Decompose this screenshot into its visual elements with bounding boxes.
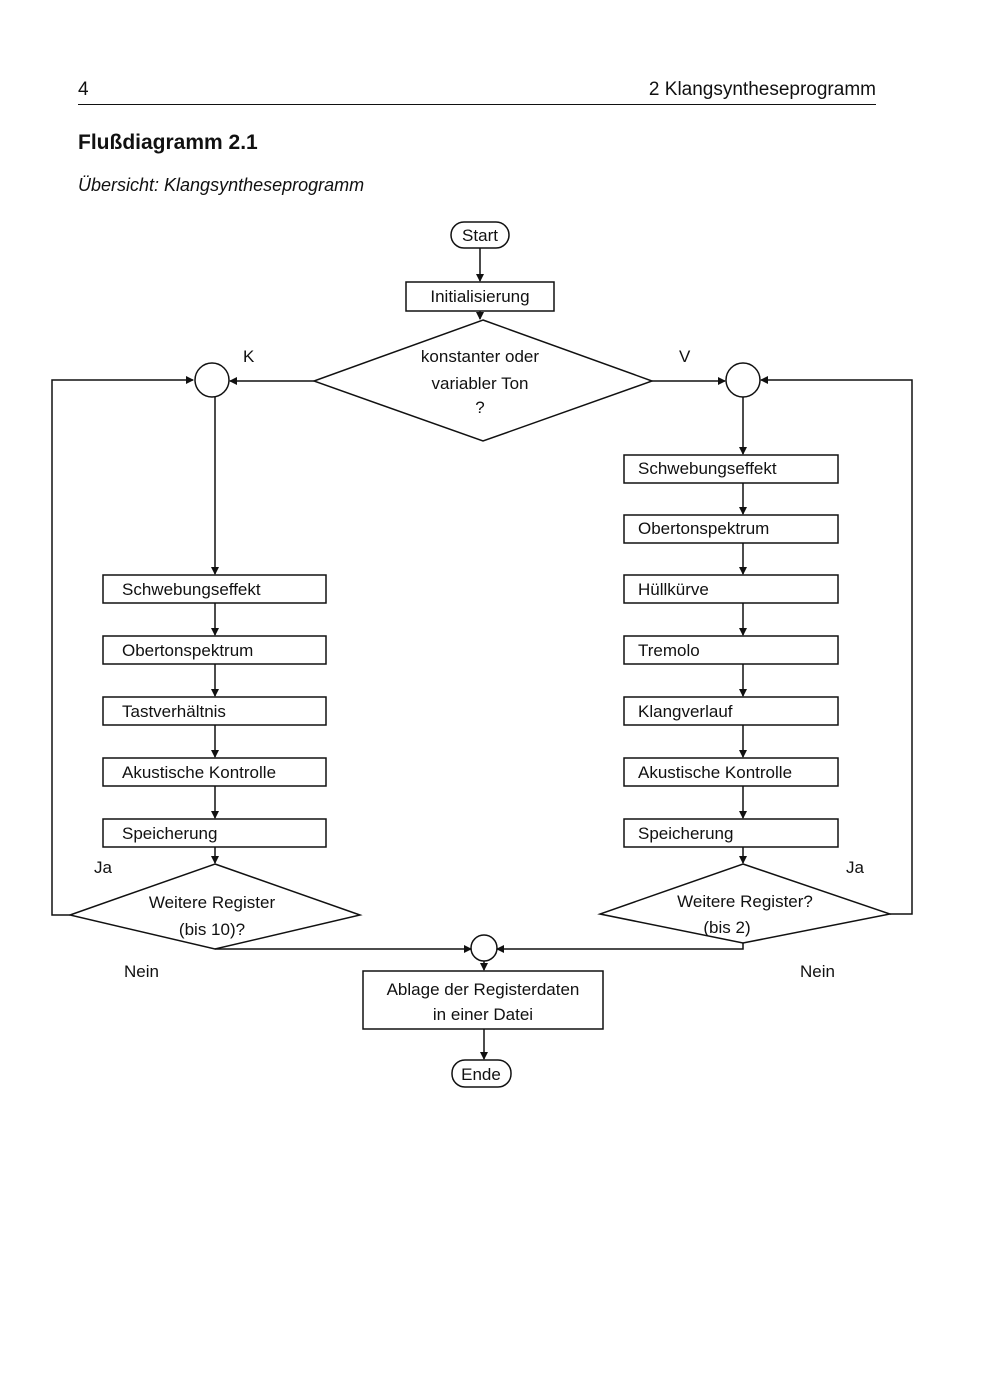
right-step-7: Speicherung: [623, 818, 839, 848]
right-loop-line-2: (bis 2): [703, 918, 750, 937]
left-step-3: Tastverhältnis: [102, 696, 327, 726]
left-step-1: Schwebungseffekt: [102, 574, 327, 604]
right-step-4: Tremolo: [623, 635, 839, 665]
right-step-2: Obertonspektrum: [623, 514, 839, 544]
page-number: 4: [78, 79, 89, 100]
end-label: Ende: [461, 1065, 501, 1084]
start-label: Start: [462, 226, 498, 245]
right-step-1-label: Schwebungseffekt: [638, 459, 777, 478]
left-step-5-label: Speicherung: [122, 824, 217, 843]
right-step-5: Klangverlauf: [623, 696, 839, 726]
branch-v-label: V: [679, 347, 691, 366]
left-loop-diamond: Weitere Register (bis 10)?: [67, 863, 363, 950]
left-step-3-label: Tastverhältnis: [122, 702, 226, 721]
merge-connector: [470, 934, 498, 962]
store-box: Ablage der Registerdaten in einer Datei: [362, 970, 604, 1030]
header-rule: [78, 104, 876, 105]
end-node: Ende: [451, 1059, 512, 1088]
right-step-1: Schwebungseffekt: [623, 454, 839, 484]
right-loop-line-1: Weitere Register?: [677, 892, 813, 911]
chapter-title: 2 Klangsyntheseprogramm: [648, 79, 876, 100]
decision-line-1: konstanter oder: [421, 347, 539, 366]
right-yes-label: Ja: [846, 858, 865, 877]
branch-k-label: K: [243, 347, 255, 366]
decision-line-2: variabler Ton: [431, 374, 528, 393]
left-step-1-label: Schwebungseffekt: [122, 580, 261, 599]
left-no-label: Nein: [124, 962, 159, 981]
right-loop-diamond: Weitere Register? (bis 2): [597, 863, 893, 944]
right-step-3: Hüllkürve: [623, 574, 839, 604]
start-node: Start: [450, 221, 510, 249]
left-step-4: Akustische Kontrolle: [102, 757, 327, 787]
store-line-1: Ablage der Registerdaten: [387, 980, 580, 999]
right-connector: [725, 362, 761, 398]
right-step-5-label: Klangverlauf: [638, 702, 733, 721]
init-label: Initialisierung: [430, 287, 529, 306]
right-step-2-label: Obertonspektrum: [638, 519, 769, 538]
diagram-title: Flußdiagramm 2.1: [78, 131, 258, 154]
right-step-4-label: Tremolo: [638, 641, 700, 660]
right-step-3-label: Hüllkürve: [638, 580, 709, 599]
decision-diamond: konstanter oder variabler Ton ?: [311, 319, 655, 442]
decision-line-3: ?: [475, 398, 484, 417]
right-step-7-label: Speicherung: [638, 824, 733, 843]
left-step-5: Speicherung: [102, 818, 327, 848]
left-step-4-label: Akustische Kontrolle: [122, 763, 276, 782]
right-step-6-label: Akustische Kontrolle: [638, 763, 792, 782]
left-step-2-label: Obertonspektrum: [122, 641, 253, 660]
left-loop-line-2: (bis 10)?: [179, 920, 245, 939]
left-yes-label: Ja: [94, 858, 113, 877]
left-connector: [194, 362, 230, 398]
init-box: Initialisierung: [405, 281, 555, 312]
right-no-label: Nein: [800, 962, 835, 981]
left-loop-line-1: Weitere Register: [149, 893, 276, 912]
left-step-2: Obertonspektrum: [102, 635, 327, 665]
store-line-2: in einer Datei: [433, 1005, 533, 1024]
right-step-6: Akustische Kontrolle: [623, 757, 839, 787]
diagram-subtitle: Übersicht: Klangsyntheseprogramm: [78, 175, 365, 195]
